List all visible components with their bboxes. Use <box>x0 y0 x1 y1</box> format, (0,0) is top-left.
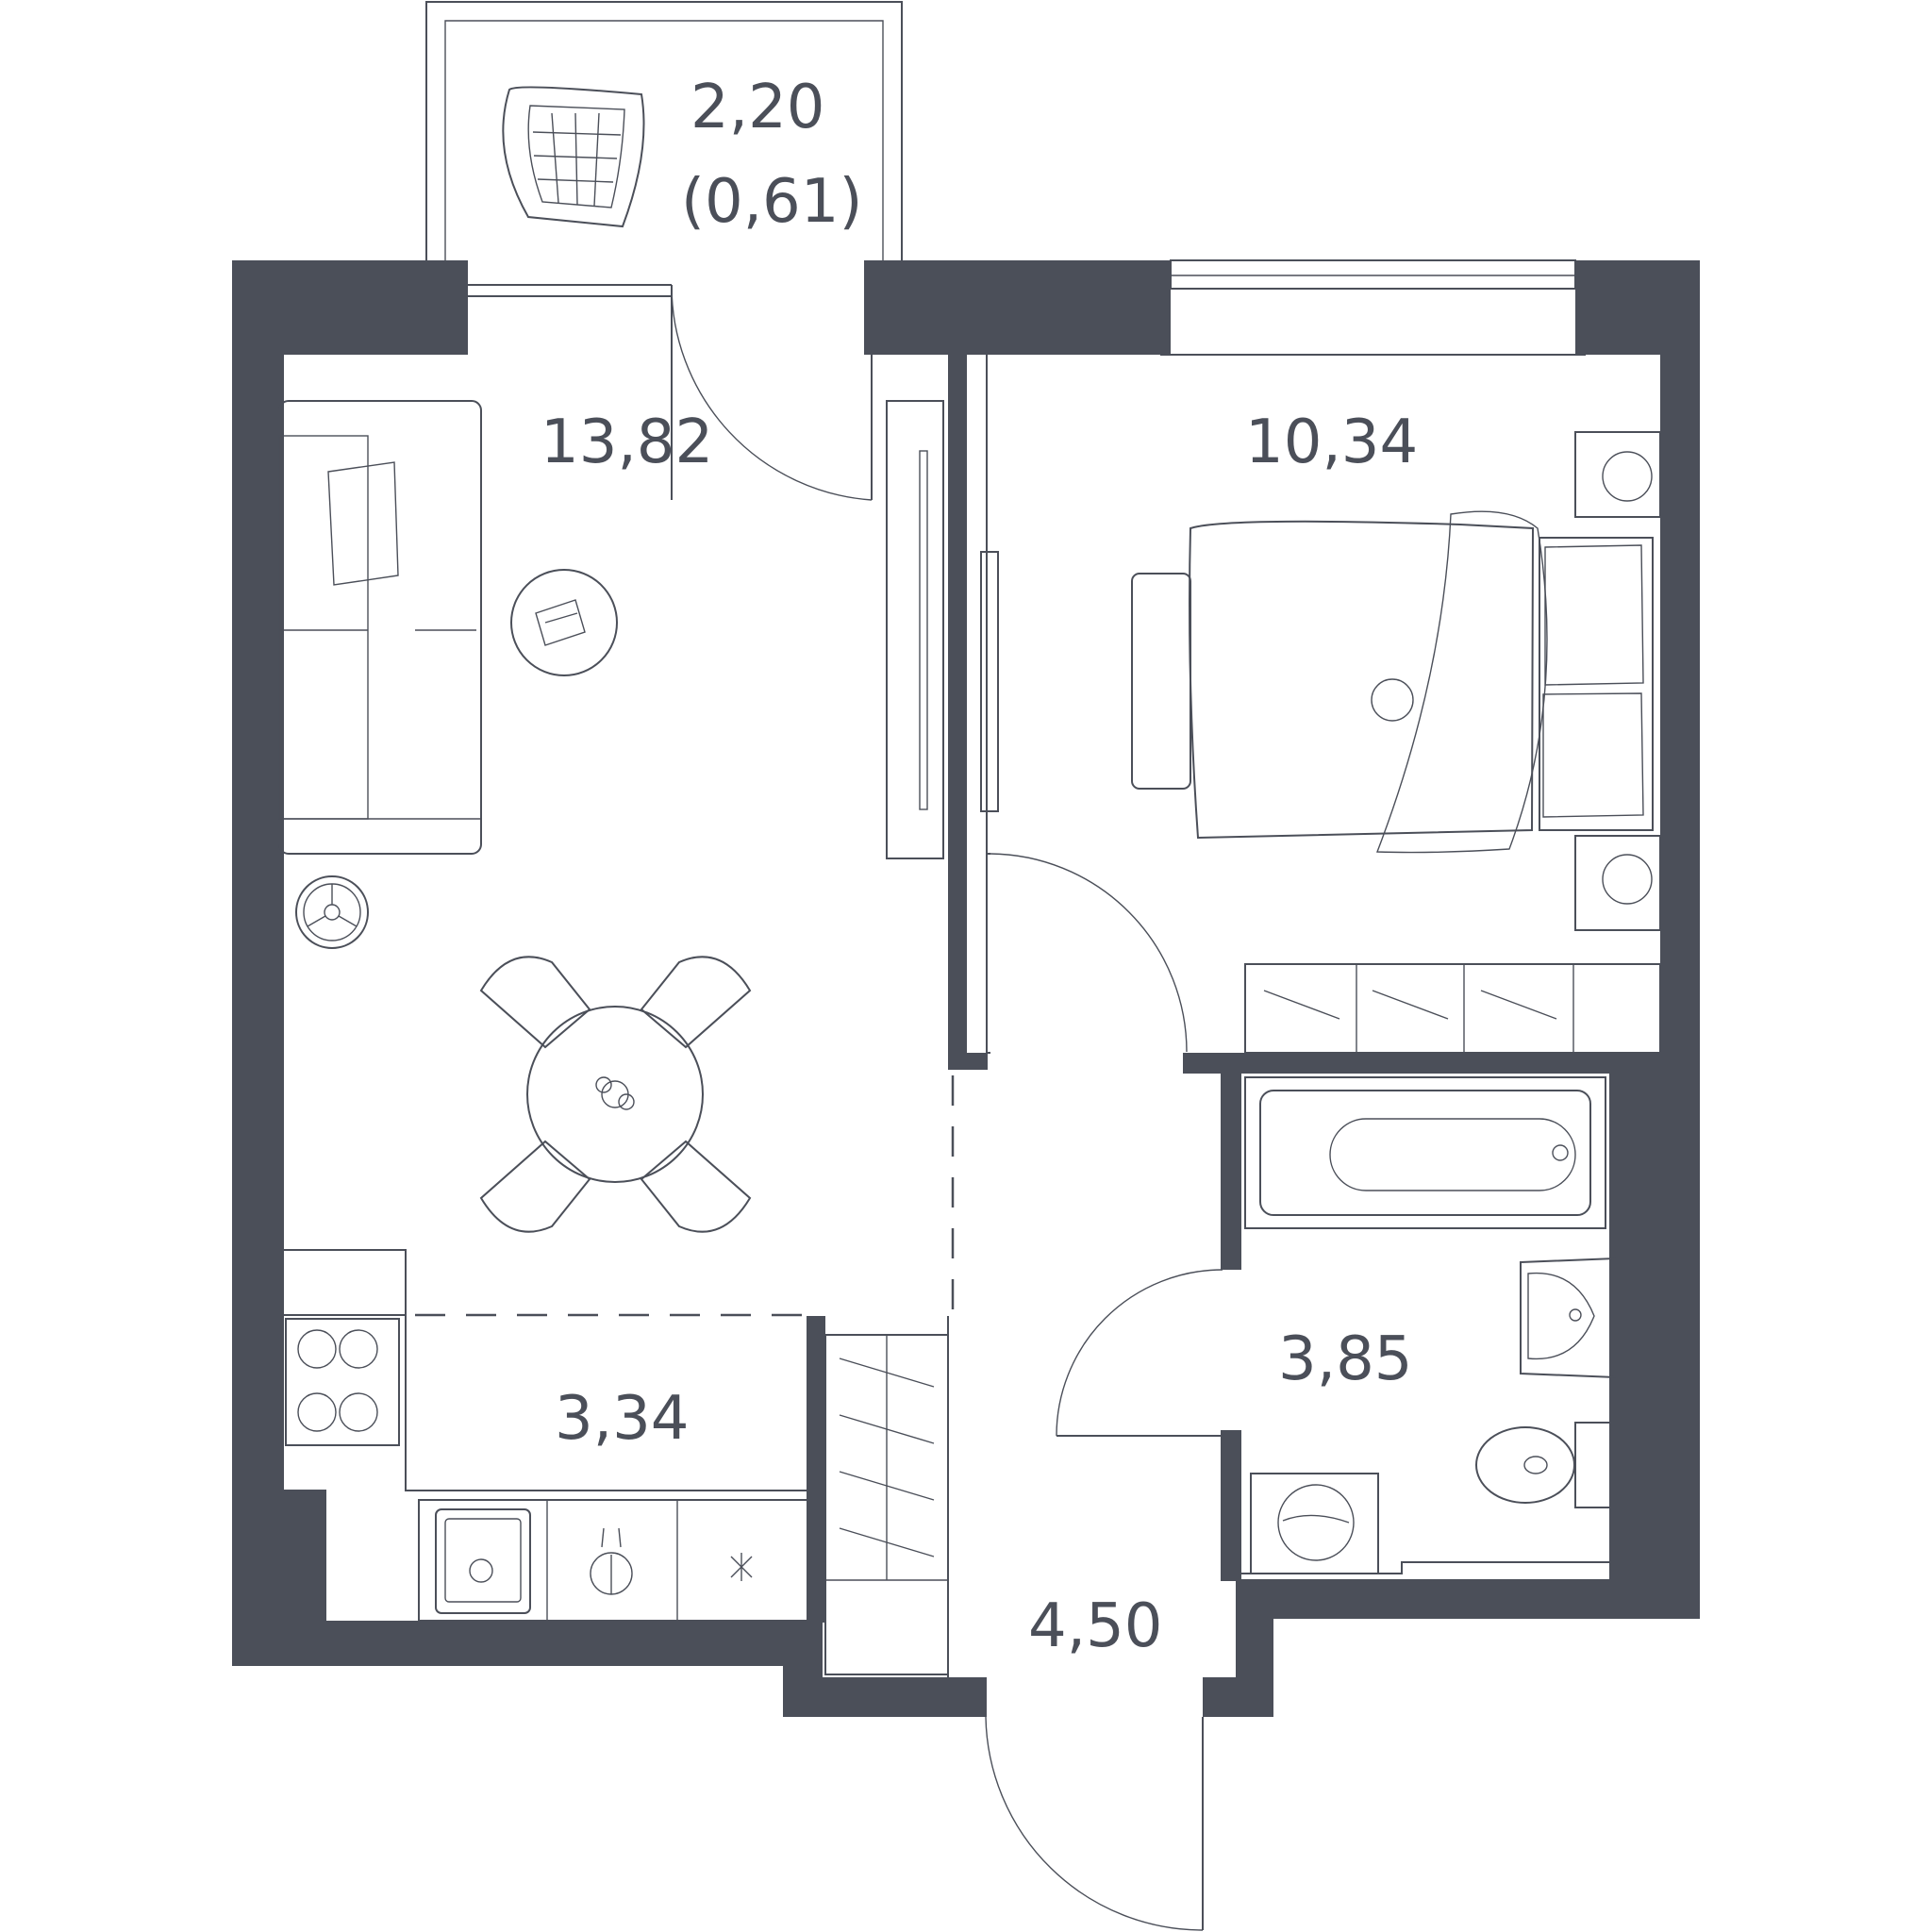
tv-stand-icon <box>886 400 944 859</box>
balcony-reduced-area: (0,61) <box>681 167 862 237</box>
sofa-icon <box>278 400 482 855</box>
dining-table-icon <box>479 956 752 1233</box>
balcony-area: 2,20 <box>690 73 825 142</box>
walls <box>232 260 1700 1717</box>
windows <box>1160 259 1586 356</box>
kitchen: 3,34 <box>284 1075 955 1622</box>
toilet-icon <box>1475 1422 1616 1508</box>
wall-right <box>1660 260 1700 1619</box>
kitchen-counter <box>418 1499 810 1622</box>
wall-top-middle <box>864 260 1171 355</box>
bedroom-tv <box>980 551 999 812</box>
wall-bath-left-upper <box>1221 1053 1241 1270</box>
wall-bottom-left <box>232 1621 822 1666</box>
wall-bottom-right <box>1236 1579 1698 1619</box>
wall-left <box>232 260 284 1666</box>
stove-icon <box>285 1318 400 1446</box>
kitchen-area: 3,34 <box>555 1384 690 1454</box>
wall-partition-foot <box>948 1053 988 1070</box>
nightstand-icon <box>1574 431 1661 931</box>
washbasin-icon <box>1520 1257 1616 1379</box>
hall: 4,50 <box>824 1269 1223 1931</box>
wall-top-left <box>232 260 468 355</box>
bathroom: 3,85 <box>1241 1073 1659 1574</box>
bedroom-area: 10,34 <box>1245 408 1418 477</box>
wall-bath-left-lower <box>1221 1430 1241 1581</box>
wall-entry-left <box>783 1677 986 1717</box>
wardrobe-icon <box>1244 963 1661 1054</box>
balcony: 2,20 (0,61) <box>425 1 903 501</box>
bathroom-area: 3,85 <box>1278 1324 1413 1394</box>
bedroom: 10,34 <box>980 355 1661 1054</box>
fridge-icon <box>730 1553 753 1581</box>
laundry-basket-icon <box>502 86 645 228</box>
wall-bath-top <box>1183 1053 1660 1074</box>
floor-lamp-icon <box>295 875 369 949</box>
living-room: 13,82 <box>278 400 944 1233</box>
coffee-table-icon <box>510 569 618 676</box>
living-area: 13,82 <box>541 408 713 477</box>
wall-bath-right <box>1609 1074 1660 1583</box>
bathtub-icon <box>1244 1076 1606 1229</box>
wall-partition <box>948 355 967 1053</box>
bed-icon <box>1131 510 1654 854</box>
sink-icon <box>435 1508 531 1614</box>
window-bedroom <box>1170 259 1576 290</box>
wall-closet <box>807 1316 825 1623</box>
wall-kitchen-niche <box>274 1491 326 1623</box>
washing-machine-icon <box>1250 1473 1379 1574</box>
faucet-icon <box>590 1527 633 1595</box>
hall-area: 4,50 <box>1028 1591 1163 1661</box>
